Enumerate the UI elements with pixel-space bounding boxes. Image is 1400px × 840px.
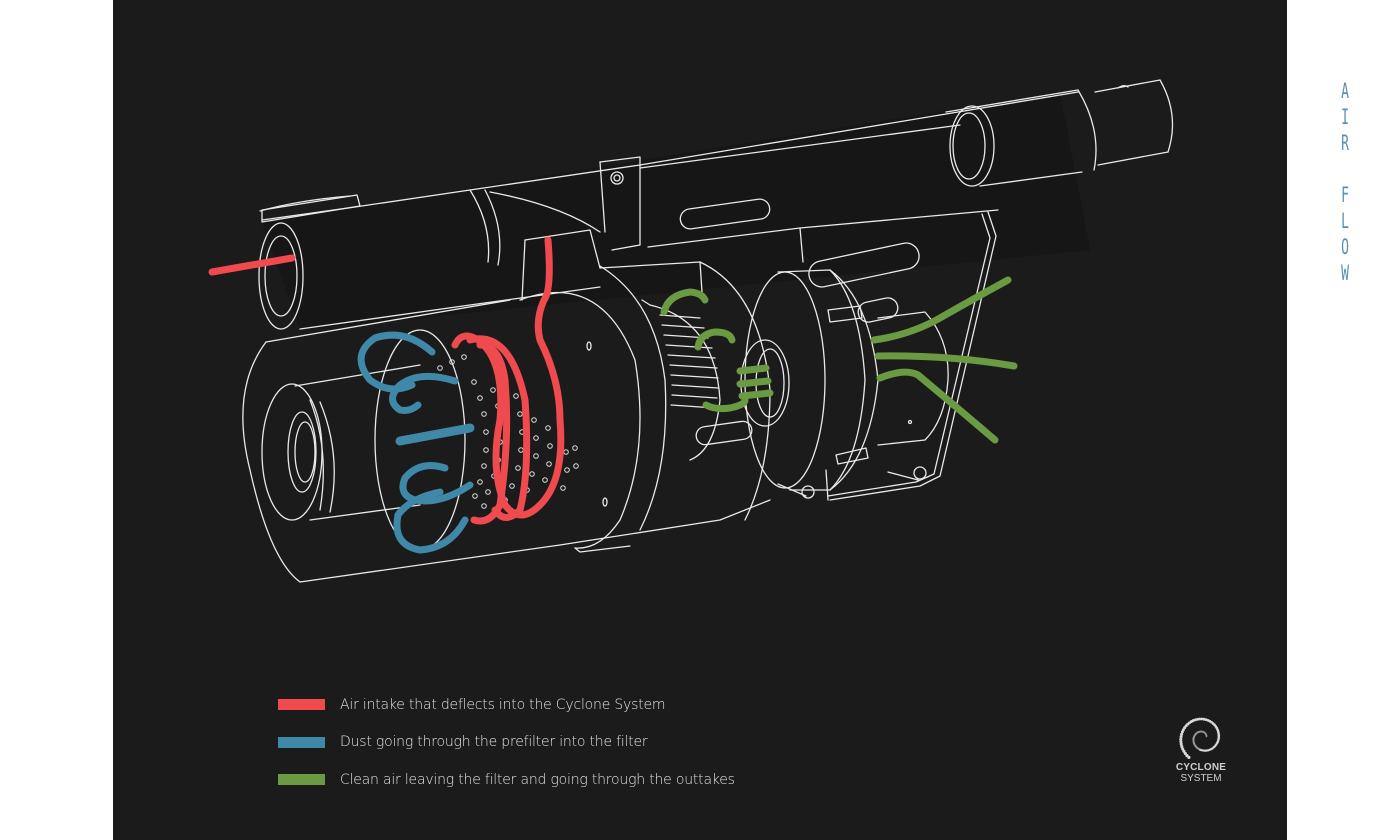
flow-blue-loop-2	[389, 372, 459, 414]
perforated-drum	[437, 354, 579, 509]
logo-text-secondary: SYSTEM	[1180, 773, 1222, 784]
title-letter: R	[1341, 131, 1349, 155]
flow-blue-loop-4	[393, 488, 469, 554]
flow-dust	[357, 331, 475, 554]
legend-item-dust: Dust going through the prefilter into th…	[278, 724, 735, 762]
rear-housing	[777, 211, 997, 501]
title-letter: F	[1341, 183, 1349, 207]
spiral-dot	[1182, 749, 1186, 753]
flow-air-intake	[208, 236, 565, 525]
spiral-dot	[1198, 717, 1202, 721]
flow-green-arc-1	[660, 288, 709, 316]
flow-green-arc-2	[694, 328, 736, 351]
flow-green-out-2	[874, 352, 1018, 370]
legend: Air intake that deflects into the Cyclon…	[278, 686, 735, 799]
spiral-dots-icon	[1179, 717, 1221, 759]
spiral-dot	[1202, 717, 1206, 721]
title-letter: W	[1341, 261, 1349, 285]
flow-green-out-1	[870, 276, 1012, 344]
logo-text-primary: CYCLONE	[1175, 762, 1227, 773]
legend-item-air-intake: Air intake that deflects into the Cyclon…	[278, 686, 735, 724]
flow-red-intake-stroke	[208, 254, 296, 276]
flow-red-deflect-stroke	[451, 236, 565, 519]
cyclone-body	[242, 229, 949, 583]
title-letter: I	[1341, 105, 1349, 129]
spiral-dot	[1179, 740, 1183, 744]
legend-swatch-red	[278, 699, 325, 711]
legend-item-clean-air: Clean air leaving the filter and going t…	[278, 761, 735, 799]
legend-label: Clean air leaving the filter and going t…	[340, 771, 735, 788]
cyclone-system-logo: CYCLONE SYSTEM	[1170, 706, 1232, 784]
spiral-dot	[1179, 742, 1183, 746]
spiral-dot	[1180, 732, 1184, 736]
spiral-dot	[1179, 735, 1183, 739]
spiral-dot	[1200, 717, 1204, 721]
flow-blue-loop-3	[399, 462, 474, 505]
title-letter: O	[1341, 235, 1349, 259]
legend-label: Air intake that deflects into the Cyclon…	[340, 696, 666, 713]
legend-swatch-blue	[278, 736, 325, 748]
spiral-dot	[1196, 717, 1200, 721]
flow-green-out-3	[876, 368, 999, 444]
flow-clean-air	[660, 276, 1018, 444]
legend-swatch-green	[278, 774, 325, 786]
flow-green-bar-3	[738, 389, 774, 400]
title-letter: L	[1341, 209, 1349, 233]
fan-blades	[659, 314, 719, 409]
flow-blue-loop-1	[357, 331, 436, 393]
spiral-dot	[1179, 737, 1183, 741]
flow-green-arc-3	[702, 396, 749, 413]
title-letter: A	[1341, 79, 1349, 103]
spiral-dot	[1180, 745, 1184, 749]
spiral-dot	[1217, 733, 1221, 737]
upper-wand	[258, 79, 1174, 330]
air-flow-title: A I R F L O W	[1336, 78, 1355, 286]
legend-label: Dust going through the prefilter into th…	[340, 734, 648, 751]
flow-red-coil-1	[466, 335, 531, 521]
flow-green-bar-1	[736, 364, 770, 375]
flow-blue-dash	[395, 423, 475, 446]
spiral-dot	[1181, 747, 1185, 751]
spiral-dot	[1205, 735, 1208, 738]
spiral-dot	[1185, 754, 1189, 758]
flow-red-coil-2	[470, 341, 511, 525]
flow-green-bar-2	[736, 377, 772, 388]
